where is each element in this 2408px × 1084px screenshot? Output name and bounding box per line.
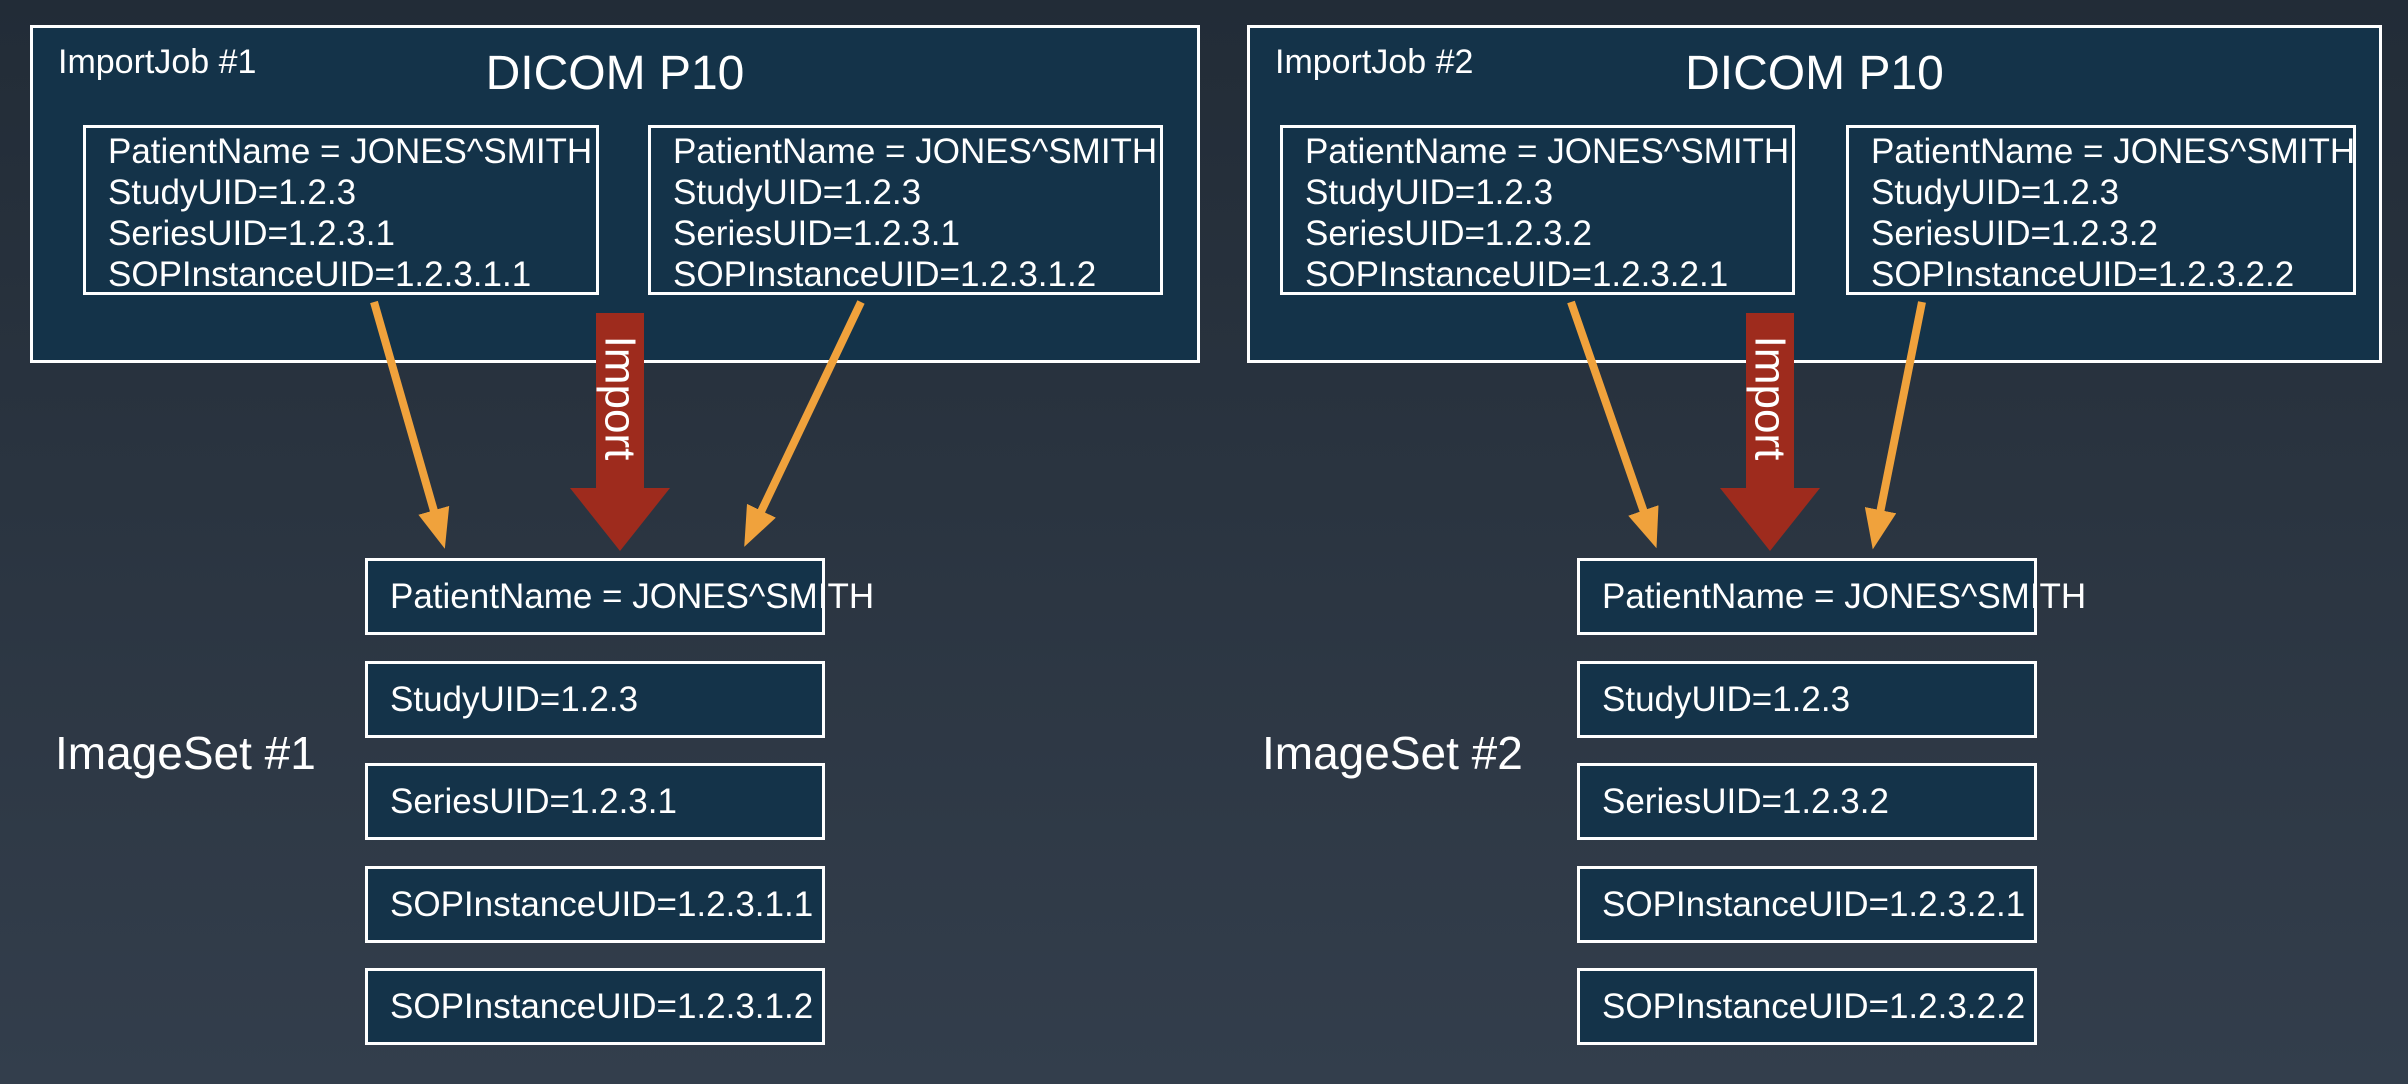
image-set-attribute-box: PatientName = JONES^SMITH [365,558,874,635]
attribute-line: PatientName = JONES^SMITH [673,132,1158,171]
attribute-line: PatientName = JONES^SMITH [108,132,593,171]
attribute-line: SeriesUID=1.2.3.1 [108,214,395,253]
attribute-line: StudyUID=1.2.3 [1305,173,1554,212]
attribute-line: SOPInstanceUID=1.2.3.1.1 [108,255,532,294]
attribute-line: SeriesUID=1.2.3.2 [1305,214,1592,253]
attribute-line: PatientName = JONES^SMITH [1305,132,1790,171]
attribute-text: SOPInstanceUID=1.2.3.2.2 [1602,986,2026,1026]
image-set-attribute-box: StudyUID=1.2.3 [1577,661,2037,738]
attribute-line: StudyUID=1.2.3 [673,173,922,212]
attribute-line: SeriesUID=1.2.3.2 [1871,214,2158,253]
attribute-line: SOPInstanceUID=1.2.3.1.2 [673,255,1097,294]
import-job-1-box: ImportJob #1 DICOM P10 PatientName = JON… [30,25,1200,363]
import-job-2-label: ImportJob #2 [1275,43,1474,81]
import-job-1-label: ImportJob #1 [58,43,257,81]
image-set-attribute-box: PatientName = JONES^SMITH [1577,558,2086,635]
attribute-line: SOPInstanceUID=1.2.3.2.2 [1871,255,2295,294]
attribute-line: SeriesUID=1.2.3.1 [673,214,960,253]
dicom-instance-box: PatientName = JONES^SMITH StudyUID=1.2.3… [83,125,599,295]
attribute-text: SOPInstanceUID=1.2.3.1.1 [390,884,814,924]
image-set-attribute-box: SeriesUID=1.2.3.2 [1577,763,2037,840]
image-set-attribute-box: SOPInstanceUID=1.2.3.2.2 [1577,968,2037,1045]
image-set-attribute-box: SOPInstanceUID=1.2.3.1.1 [365,866,825,943]
import-job-2-box: ImportJob #2 DICOM P10 PatientName = JON… [1247,25,2382,363]
attribute-text: PatientName = JONES^SMITH [1602,576,2087,616]
attribute-text: StudyUID=1.2.3 [1602,679,1851,719]
attribute-line: SOPInstanceUID=1.2.3.2.1 [1305,255,1729,294]
dicom-p10-title-2: DICOM P10 [1685,47,1944,100]
attribute-line: StudyUID=1.2.3 [1871,173,2120,212]
attribute-text: SOPInstanceUID=1.2.3.2.1 [1602,884,2026,924]
image-set-2-label: ImageSet #2 [1262,727,1523,779]
dicom-p10-title-1: DICOM P10 [485,47,745,100]
dicom-instance-box: PatientName = JONES^SMITH StudyUID=1.2.3… [1846,125,2356,295]
dicom-instance-box: PatientName = JONES^SMITH StudyUID=1.2.3… [1280,125,1795,295]
image-set-attribute-box: SOPInstanceUID=1.2.3.2.1 [1577,866,2037,943]
image-set-attribute-box: StudyUID=1.2.3 [365,661,825,738]
attribute-text: SOPInstanceUID=1.2.3.1.2 [390,986,814,1026]
attribute-text: PatientName = JONES^SMITH [390,576,875,616]
attribute-text: SeriesUID=1.2.3.2 [1602,781,1889,821]
image-set-1-label: ImageSet #1 [55,727,316,779]
image-set-attribute-box: SOPInstanceUID=1.2.3.1.2 [365,968,825,1045]
attribute-text: SeriesUID=1.2.3.1 [390,781,677,821]
dicom-instance-box: PatientName = JONES^SMITH StudyUID=1.2.3… [648,125,1163,295]
attribute-text: StudyUID=1.2.3 [390,679,639,719]
attribute-line: PatientName = JONES^SMITH [1871,132,2356,171]
image-set-attribute-box: SeriesUID=1.2.3.1 [365,763,825,840]
attribute-line: StudyUID=1.2.3 [108,173,357,212]
